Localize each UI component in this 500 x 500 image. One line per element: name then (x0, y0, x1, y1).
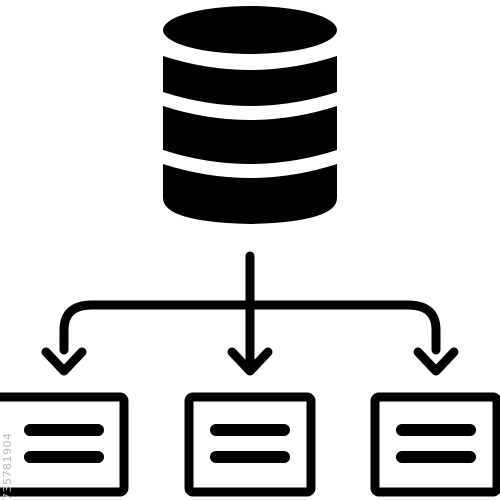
branch-arrows-icon (41, 251, 459, 376)
arrowhead-center (227, 347, 273, 376)
database-segment-3 (163, 164, 337, 224)
document-left (0, 392, 129, 497)
arrow-crossbar (59, 300, 441, 355)
database-icon (163, 6, 337, 224)
document-frame (0, 392, 129, 497)
document-center (184, 392, 316, 497)
watermark-id: 735781904 (1, 432, 14, 500)
arrowhead-left (41, 347, 87, 376)
arrowhead-right (413, 347, 459, 376)
database-segment-2 (163, 106, 337, 164)
document-frame (370, 392, 500, 497)
database-top-disk (163, 6, 337, 54)
document-frame (184, 392, 316, 497)
document-right (370, 392, 500, 497)
database-segment-1 (163, 56, 337, 106)
